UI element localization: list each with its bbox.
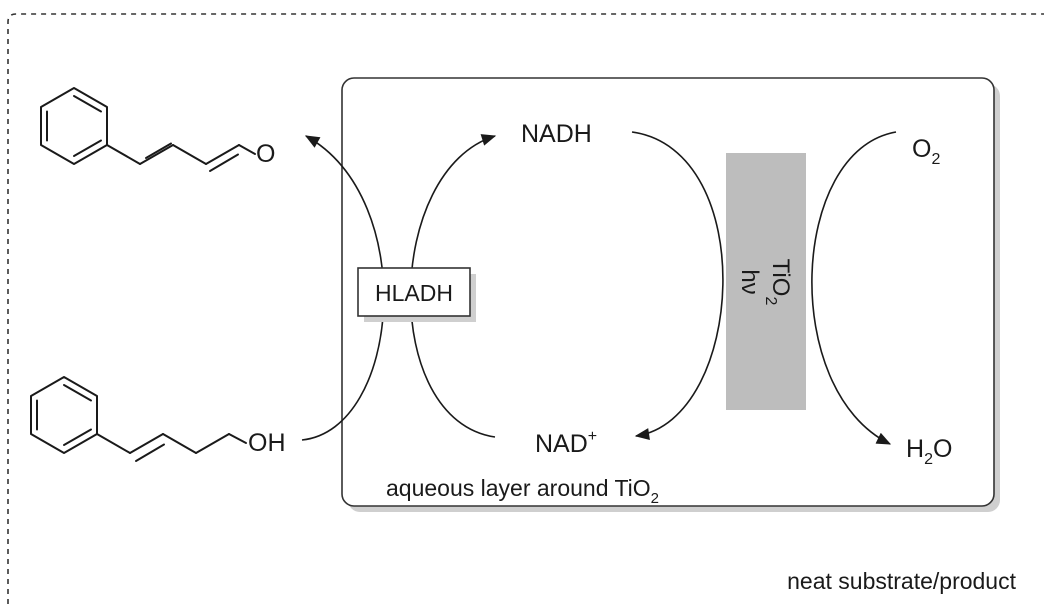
neat-phase-caption: neat substrate/product <box>787 568 1016 594</box>
tio2-hv-label: TiO2 hν <box>736 259 794 306</box>
nadh-label: NADH <box>521 120 592 148</box>
tio2-label: TiO2 <box>762 259 794 306</box>
water-label: H2O <box>906 435 952 468</box>
aldehyde-oxygen-label: O <box>256 140 275 168</box>
aqueous-layer-box <box>341 77 1000 512</box>
oxygen-label: O2 <box>912 135 940 168</box>
aqueous-layer-caption: aqueous layer around TiO2 <box>386 475 659 507</box>
o2-to-water-arrow <box>811 131 897 445</box>
cinnamaldehyde-structure <box>40 87 256 172</box>
alcohol-oh-label: OH <box>248 429 286 457</box>
neat-phase-frame <box>7 13 1044 604</box>
hladh-label: HLADH <box>375 280 453 306</box>
light-label: hν <box>736 269 763 294</box>
nadh-to-nad-arrow <box>631 131 724 440</box>
nad-plus-label: NAD+ <box>535 428 597 458</box>
cinnamyl-alcohol-structure <box>30 376 247 462</box>
hladh-box: HLADH <box>357 267 476 322</box>
tio2-catalyst-bar <box>726 153 806 410</box>
